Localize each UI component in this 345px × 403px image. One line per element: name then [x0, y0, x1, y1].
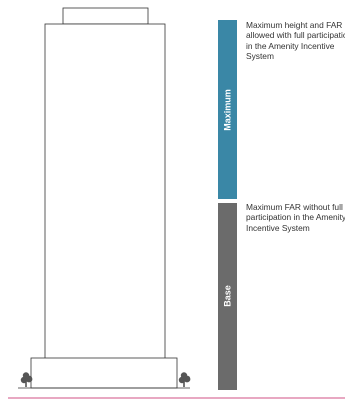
tree-icon: [178, 372, 191, 387]
base-bar-label: Base: [222, 285, 232, 307]
base-description: Maximum FAR without full participation i…: [246, 202, 345, 233]
building: [18, 7, 190, 389]
tree-icon: [20, 372, 33, 387]
maximum-bar-label: Maximum: [222, 89, 232, 131]
building-podium: [30, 357, 178, 389]
maximum-description: Maximum height and FAR allowed with full…: [246, 20, 345, 62]
base-bar: [218, 203, 237, 390]
building-roof-penthouse: [62, 7, 149, 25]
building-tower: [44, 23, 166, 360]
maximum-bar: [218, 20, 237, 199]
